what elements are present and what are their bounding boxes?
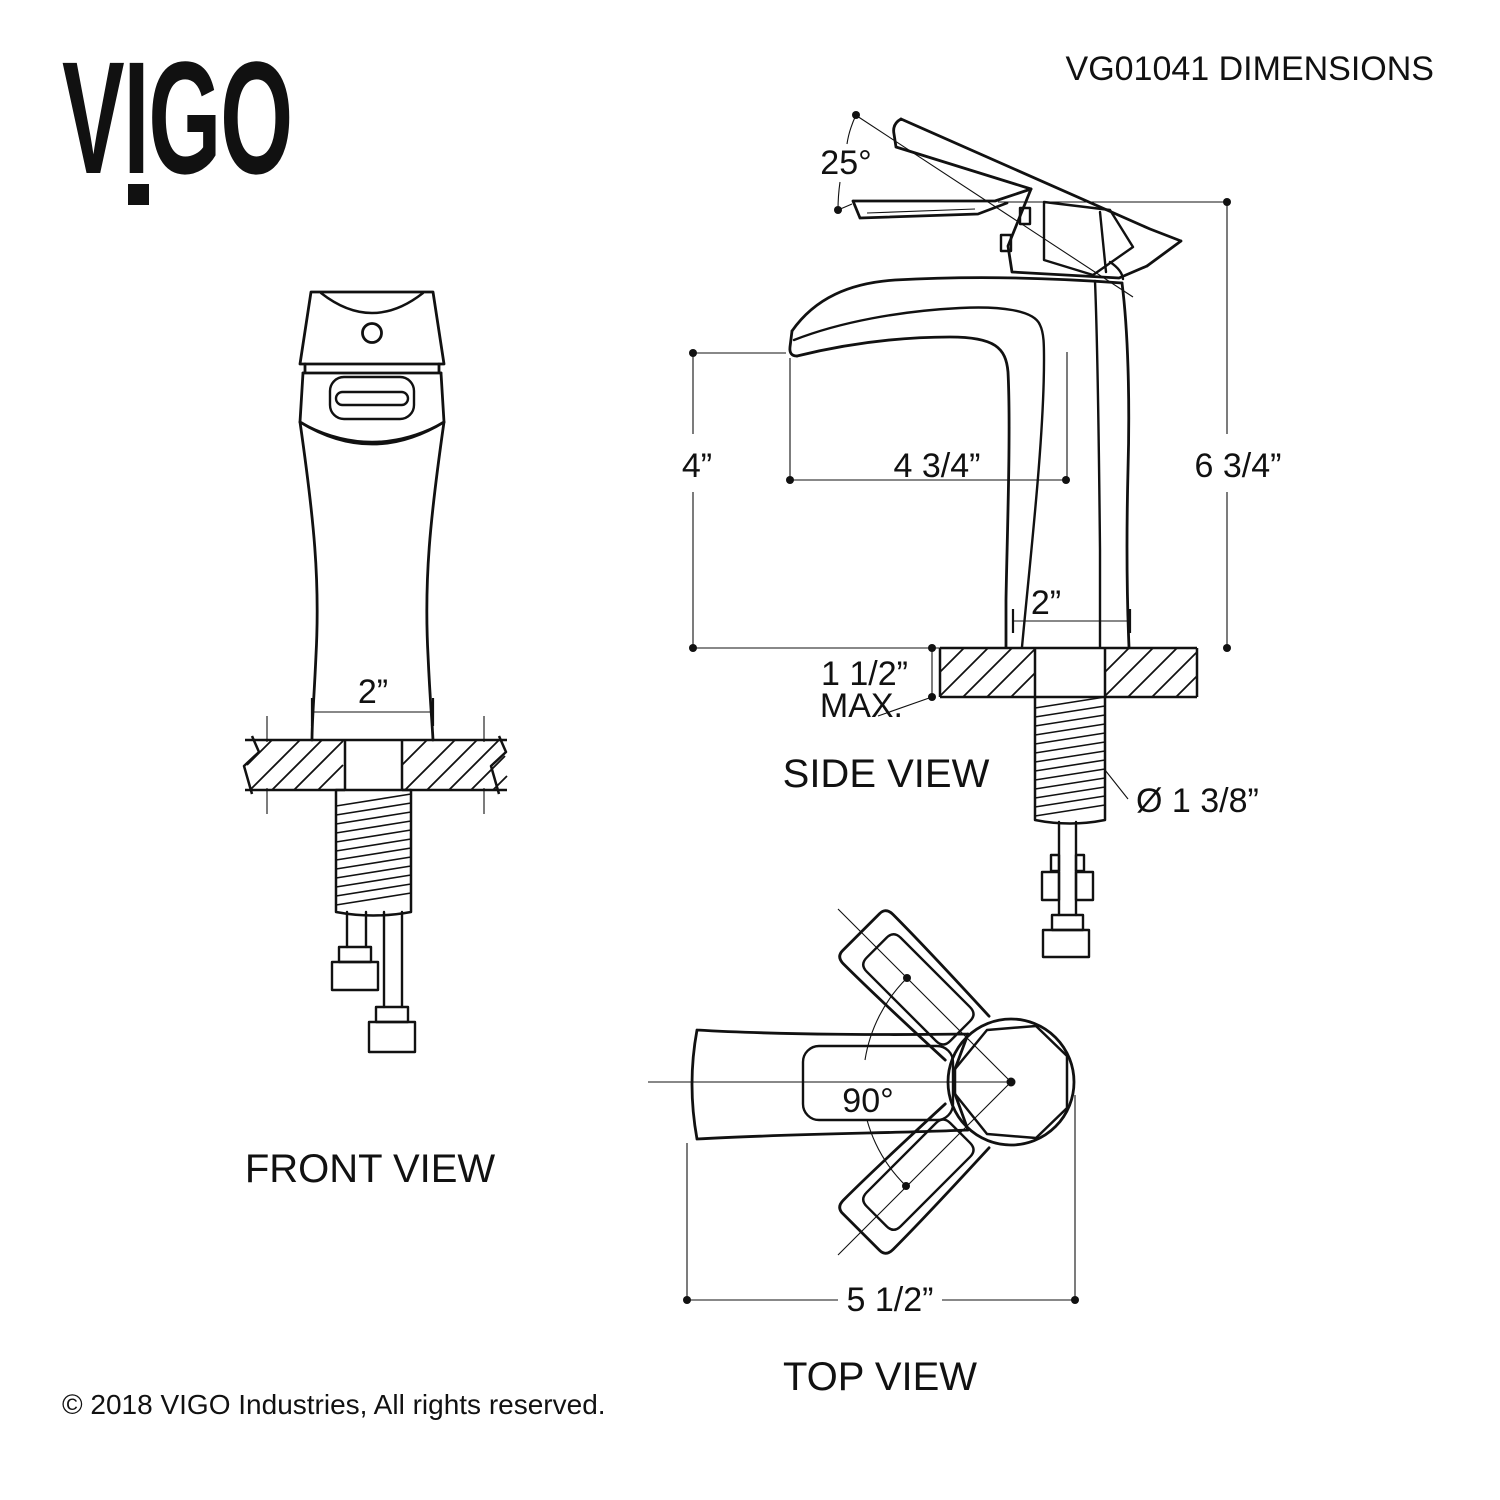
top-view-drawing: 90° 5 1/2” TOP VIEW bbox=[648, 905, 1079, 1399]
side-raised-handle bbox=[892, 117, 1183, 268]
top-centerlines bbox=[648, 908, 1016, 1256]
side-supply-hose bbox=[1040, 820, 1095, 959]
front-supply-hoses bbox=[330, 910, 417, 1054]
front-handle-dot bbox=[361, 322, 383, 344]
top-handle-left bbox=[690, 1028, 970, 1141]
side-spout-reach-dimension: 4 3/4” bbox=[786, 352, 1070, 485]
side-hatching bbox=[939, 647, 1198, 698]
vigo-logo-dot-icon bbox=[128, 184, 149, 205]
side-countertop bbox=[938, 646, 1199, 699]
front-countertop bbox=[242, 716, 508, 814]
front-hatching bbox=[246, 739, 508, 791]
front-threaded-shank bbox=[334, 788, 413, 917]
side-handle-body bbox=[999, 187, 1149, 281]
copyright-text: © 2018 VIGO Industries, All rights reser… bbox=[62, 1389, 606, 1420]
side-base-width-dimension: 2” bbox=[1011, 584, 1132, 633]
page-title: VG01041 DIMENSIONS bbox=[1066, 50, 1434, 88]
side-overall-height-dimension: 6 3/4” bbox=[998, 198, 1281, 652]
shank-diameter-label: Ø 1 3/8” bbox=[1136, 782, 1259, 820]
spout-height-label: 4” bbox=[682, 447, 712, 485]
break-mark-right bbox=[489, 735, 508, 795]
side-base-width-label: 2” bbox=[1031, 584, 1061, 622]
front-spout-slot bbox=[334, 390, 410, 407]
side-spout-height-dimension: 4” bbox=[682, 349, 940, 652]
side-handle-angle-dimension: 25° bbox=[820, 111, 1134, 298]
vigo-logo: VIGO bbox=[62, 28, 292, 207]
spout-reach-label: 4 3/4” bbox=[894, 447, 981, 485]
side-threaded-shank bbox=[1033, 695, 1107, 825]
front-base-width-dimension: 2” bbox=[310, 673, 435, 726]
front-base-width-label: 2” bbox=[358, 673, 388, 711]
side-view-label: SIDE VIEW bbox=[783, 752, 990, 796]
front-view-label: FRONT VIEW bbox=[245, 1147, 496, 1191]
front-spout-opening bbox=[328, 375, 416, 421]
top-overall-width-dimension: 5 1/2” bbox=[683, 1095, 1079, 1319]
side-view-drawing: 25° 4” 4 3/4” 6 3/4” 2” bbox=[682, 111, 1281, 959]
mount-thickness-max-label: MAX. bbox=[820, 687, 903, 725]
swivel-angle-label: 90° bbox=[842, 1082, 893, 1120]
break-mark-left bbox=[242, 735, 261, 795]
front-body-left-edge bbox=[298, 420, 319, 742]
side-mount-thickness-dimension: 1 1/2” MAX. bbox=[820, 644, 936, 725]
handle-angle-label: 25° bbox=[820, 144, 871, 182]
front-view-drawing: 2” bbox=[242, 290, 508, 1191]
top-swivel-dimension: 90° bbox=[842, 977, 908, 1187]
overall-height-label: 6 3/4” bbox=[1195, 447, 1282, 485]
top-view-label: TOP VIEW bbox=[783, 1355, 977, 1399]
mount-thickness-label: 1 1/2” bbox=[821, 655, 908, 693]
front-handle-cap bbox=[298, 290, 446, 366]
top-overall-width-label: 5 1/2” bbox=[847, 1281, 934, 1319]
header: VIGO VG01041 DIMENSIONS bbox=[62, 28, 1434, 207]
side-rest-handle bbox=[851, 187, 1033, 220]
side-shank-diameter-dimension: Ø 1 3/8” bbox=[1104, 769, 1259, 820]
side-spout-body bbox=[788, 276, 1131, 649]
front-body-right-edge bbox=[425, 420, 446, 742]
